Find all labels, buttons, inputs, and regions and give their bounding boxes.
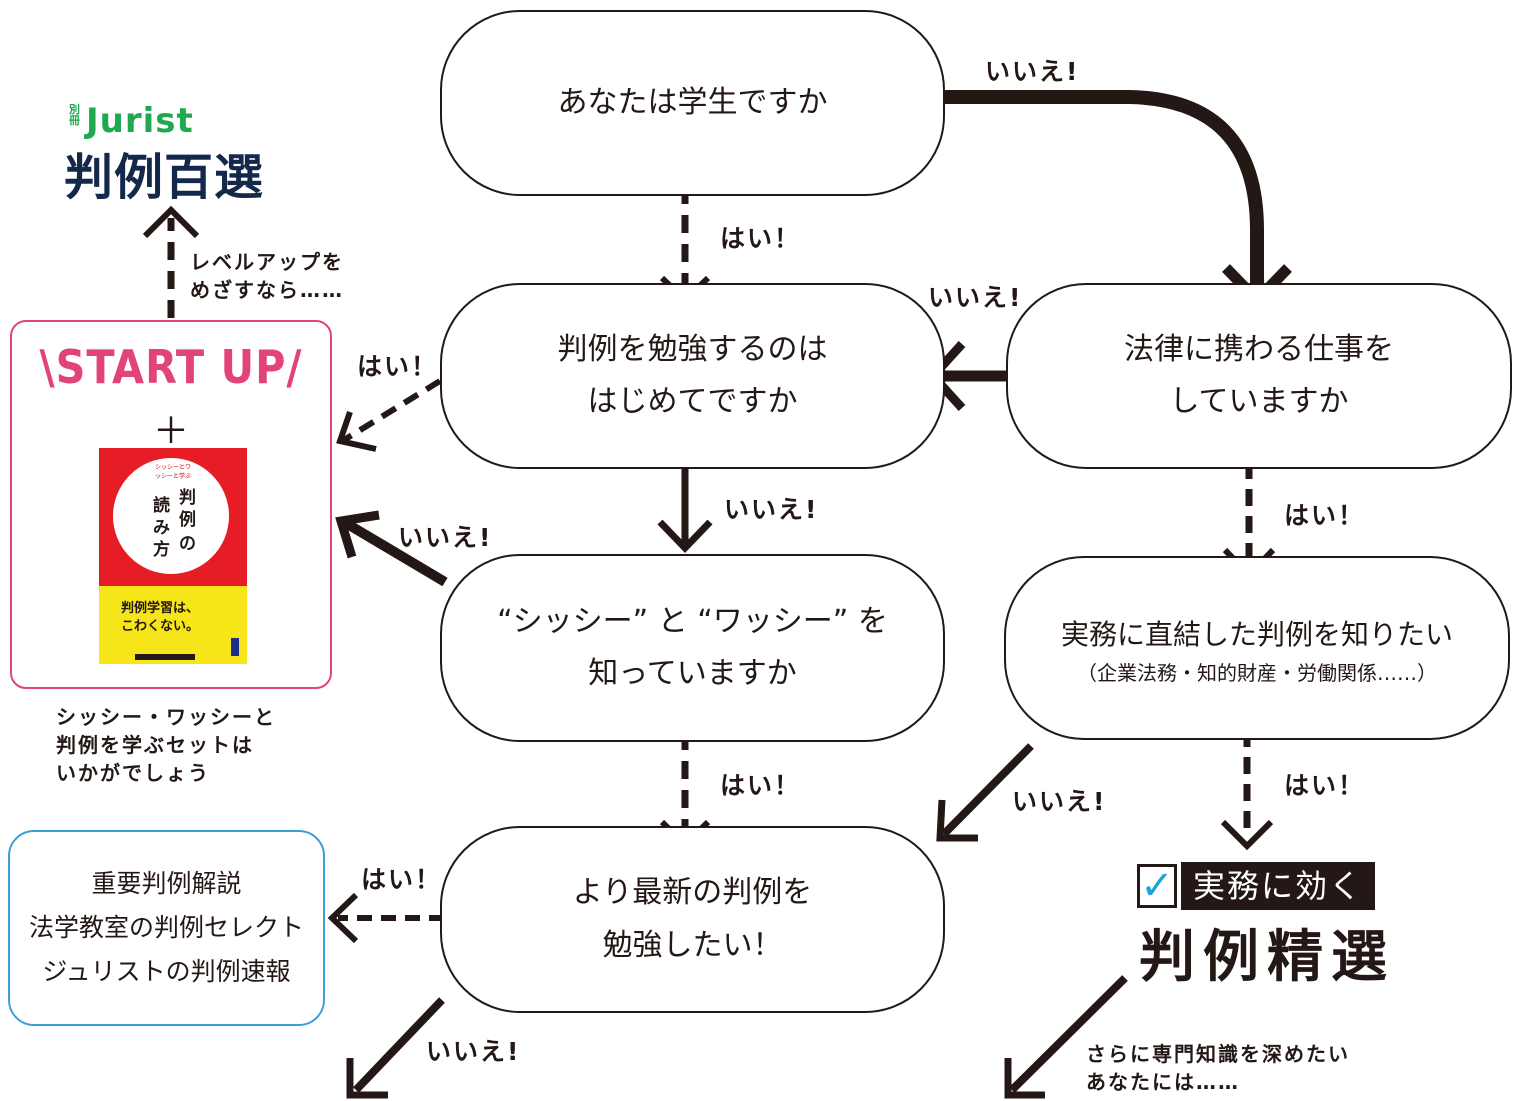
note-deeper: さらに専門知識を深めたい あなたには…… [1086,1042,1350,1094]
node-work: 法律に携わる仕事を していますか [1006,283,1512,469]
node-latest-line1: より最新の判例を [572,875,813,910]
label-no-practical: いいえ! [1012,787,1107,816]
book-cover-tag: シッシーとワッシーと学ぶ [154,464,191,480]
checkbox-checked-icon: ✓ [1137,864,1177,908]
node-shissy-line1: “シッシー” と “ワッシー” を [497,603,888,639]
startup-title: \START UP/ [39,340,303,394]
book-title-char: の [179,534,196,554]
node-work-line2: していますか [1169,384,1349,419]
book-title-char: 方 [153,540,170,560]
recommend-item: 法学教室の判例セレクト [28,913,304,943]
arrowhead-practical-yes [1220,819,1274,851]
jitsumu-badge: ✓ 実務に効く [1137,862,1375,912]
label-no-latest: いいえ! [426,1037,521,1066]
node-student: あなたは学生ですか [440,10,945,196]
arrowhead-levelup [142,205,200,239]
node-first-time-line2: はじめてですか [587,384,798,419]
label-no-first: いいえ! [724,495,819,524]
arrow-latest-no [353,997,445,1093]
plus-sign: ＋ [152,411,189,452]
arrowhead-latest-no [346,1058,388,1099]
label-yes-first: はい！ [357,352,439,381]
label-yes-work: はい！ [1284,501,1366,530]
book-cover-band [99,586,247,664]
hyakusen-title: 判例百選 [64,149,265,206]
node-practical: 実務に直結した判例を知りたい （企業法務・知的財産・労働関係……） [1004,556,1510,740]
label-no-student: いいえ! [985,57,1080,86]
node-latest: より最新の判例を 勉強したい！ [440,826,945,1013]
arrowhead-first-yes [336,411,377,452]
book-catch-line2: こわくない。 [121,619,200,634]
book-cover-catch: 判例学習は、 こわくない。 [121,600,231,636]
note-levelup: レベルアップを めざすなら…… [190,250,344,302]
node-latest-line2: 勉強したい！ [602,927,783,963]
jurist-logo: Jurist [86,101,194,141]
label-no-shissy: いいえ! [398,523,493,552]
label-yes-practical: はい！ [1284,771,1366,800]
arrowhead-practical-no [936,799,978,842]
label-no-work: いいえ! [928,283,1023,312]
recommend-list-box: 重要判例解説 法学教室の判例セレクト ジュリストの判例速報 [8,830,325,1026]
recommend-item: 重要判例解説 [91,869,242,899]
arrowhead-latest-yes [327,892,359,944]
node-practical-line1: 実務に直結した判例を知りたい [1060,617,1453,651]
jitsumu-label: 実務に効く [1181,862,1375,910]
book-publisher-mark [135,654,195,660]
arrowhead-first-no [657,519,713,554]
arrow-shissy-no [341,517,448,587]
arrow-student-no [918,90,1264,298]
label-yes-latest: はい！ [361,865,443,894]
arrowhead-seisen-deeper [1004,1058,1045,1099]
book-logo-mark [231,638,239,656]
book-cover-circle: 判 例 の 読 み 方 [113,458,229,574]
node-practical-line2: （企業法務・知的財産・労働関係……） [1077,660,1437,685]
node-first-time-line1: 判例を勉強するのは [557,331,828,367]
book-title-char: み [153,518,170,538]
label-yes-student: はい！ [720,224,802,253]
node-shissy: “シッシー” と “ワッシー” を 知っていますか [440,554,945,742]
node-first-time: 判例を勉強するのは はじめてですか [440,283,945,469]
jurist-bessatsu-mark: 別冊 [69,103,80,127]
node-student-text: あなたは学生ですか [557,84,828,120]
node-work-line1: 法律に携わる仕事を [1124,331,1394,367]
label-yes-shissy: はい！ [720,771,802,800]
arrow-first-yes [342,378,442,443]
book-title-char: 例 [179,510,196,530]
book-catch-line1: 判例学習は、 [121,601,200,616]
book-title-char: 判 [179,488,196,508]
arrowhead-shissy-no [335,510,380,559]
seisen-title: 判例精選 [1139,924,1395,990]
arrow-seisen-deeper [1009,975,1128,1093]
startup-set-box: \START UP/ ＋ 判 例 の 読 み 方 シッシーとワッシーと学ぶ 判例… [10,320,332,689]
book-cover-hanrei-no-yomikata: 判 例 の 読 み 方 シッシーとワッシーと学ぶ 判例学習は、 こわくない。 [99,448,247,664]
book-title-char: 読 [153,496,170,516]
node-shissy-line2: 知っていますか [588,656,797,691]
arrow-practical-no [941,743,1034,837]
recommend-item: ジュリストの判例速報 [42,956,291,986]
note-set: シッシー・ワッシーと 判例を学ぶセットは いかがでしょう [56,705,276,785]
